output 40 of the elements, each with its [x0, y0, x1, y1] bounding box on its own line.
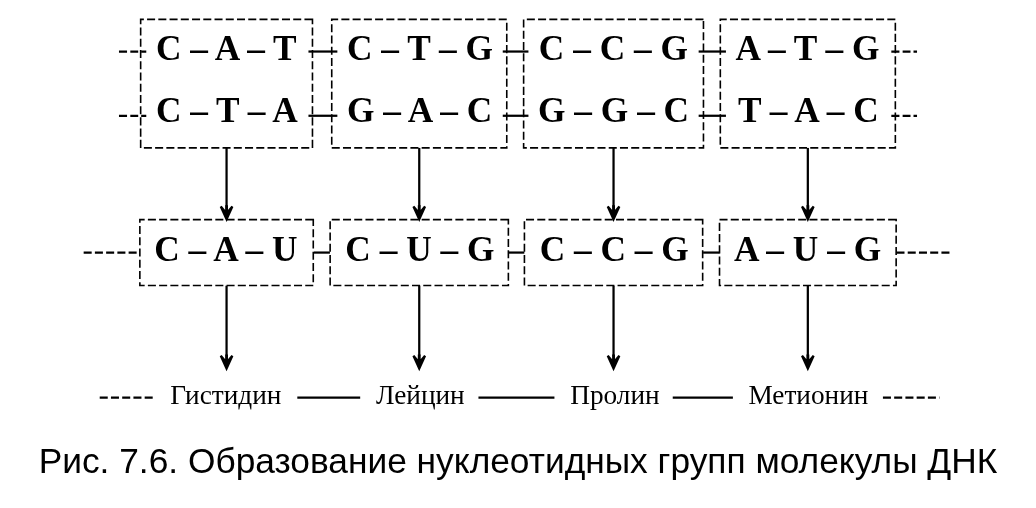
connector: [508, 250, 525, 254]
arrow: [412, 147, 427, 220]
connector: [308, 114, 338, 117]
node-text: Лейцин: [375, 379, 465, 410]
caption: Рис. 7.6. Образование нуклеотидных групп молекулы ДНК: [38, 440, 998, 480]
arrow: [606, 147, 621, 220]
connector: [891, 114, 917, 117]
connector: [703, 250, 720, 254]
node-box: A – T – G T – A – C: [719, 18, 897, 149]
node-text: Гистидин: [170, 379, 282, 410]
node-text: Метионин: [748, 379, 869, 410]
connector: [502, 49, 529, 53]
connector: [308, 49, 338, 53]
connector: [698, 114, 726, 117]
node-box: C – A – T C – T – A: [139, 18, 314, 149]
node-box: C – A – U: [139, 218, 315, 286]
connector: [83, 250, 140, 254]
arrow: [412, 285, 427, 370]
arrow: [219, 285, 234, 370]
connector: [119, 114, 147, 117]
arrow: [800, 147, 815, 220]
connector: [99, 396, 156, 399]
node-box: C – T – G G – A – C: [330, 18, 508, 149]
node-box: C – C – G G – G – C: [522, 18, 705, 149]
arrow: [219, 147, 234, 220]
node-box: C – C – G: [523, 218, 704, 286]
connector: [698, 49, 726, 53]
connector: [297, 396, 361, 399]
node-box: A – U – G: [718, 218, 897, 286]
connector: [313, 250, 330, 254]
arrow: [800, 285, 815, 370]
connector: [478, 396, 555, 399]
arrow: [606, 285, 621, 370]
node-text: Пролин: [570, 379, 660, 410]
connector: [672, 396, 733, 399]
connector: [882, 396, 940, 399]
connector: [891, 49, 917, 53]
node-box: C – U – G: [329, 218, 510, 286]
connector: [119, 49, 147, 53]
connector: [502, 114, 529, 117]
